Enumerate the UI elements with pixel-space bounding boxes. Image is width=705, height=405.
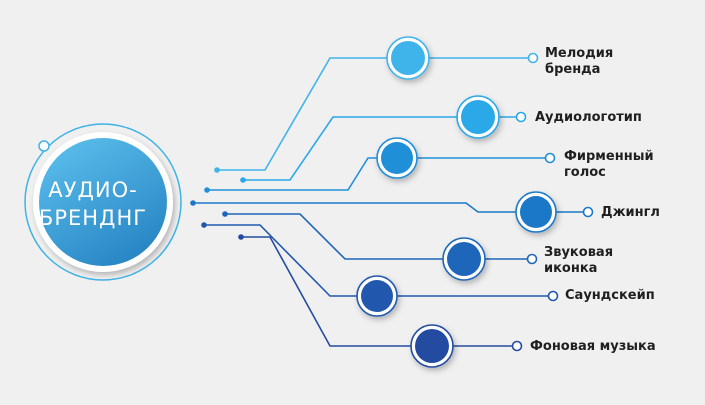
hub-outer-ring <box>24 123 182 281</box>
branch-label-background-music: Фоновая музыка <box>530 339 656 354</box>
branch-end-node-5 <box>547 290 559 302</box>
branch-5 <box>201 222 559 317</box>
branch-1 <box>240 95 527 183</box>
branch-end-node-1 <box>515 111 527 123</box>
branch-end-node-2 <box>544 152 556 164</box>
hub-label: АУДИО- БРЕНДНГ <box>38 178 148 230</box>
hub-core <box>39 138 167 266</box>
branch-start-dot-6 <box>238 234 244 240</box>
hub <box>24 123 182 281</box>
branch-label-audio-logo: Аудиологотип <box>535 110 642 125</box>
branch-start-dot-2 <box>204 187 210 193</box>
branch-line-5 <box>204 224 553 297</box>
branch-start-dot-4 <box>222 211 228 217</box>
branch-6 <box>238 234 523 368</box>
branch-label-jingle: Джингл <box>601 205 660 220</box>
branch-start-dot-5 <box>201 222 207 228</box>
branch-label-melody: Мелодия бренда <box>545 46 614 77</box>
branch-label-sound-icon: Звуковая иконка <box>544 245 614 276</box>
branch-end-node-3 <box>582 206 594 218</box>
branch-4 <box>222 211 538 281</box>
branch-node-core-0 <box>391 41 425 75</box>
branch-0 <box>214 36 539 173</box>
branch-3 <box>190 191 594 233</box>
branch-end-node-4 <box>526 253 538 265</box>
branch-2 <box>204 137 556 193</box>
branch-label-brand-voice: Фирменный голос <box>564 149 654 180</box>
branch-node-core-2 <box>381 142 413 174</box>
branch-start-dot-1 <box>240 177 246 183</box>
branch-start-dot-0 <box>214 167 220 173</box>
branch-node-core-1 <box>461 100 495 134</box>
branch-node-core-3 <box>520 196 552 228</box>
branch-node-core-5 <box>361 280 393 312</box>
branch-line-4 <box>225 213 532 260</box>
branch-node-core-6 <box>415 329 449 363</box>
branch-line-1 <box>243 116 521 181</box>
branches <box>190 36 594 368</box>
branch-line-0 <box>217 57 533 171</box>
branch-end-node-0 <box>527 52 539 64</box>
branch-node-core-4 <box>447 242 481 276</box>
branch-start-dot-3 <box>190 200 196 206</box>
branch-label-soundscape: Саундскейп <box>565 288 655 303</box>
branch-end-node-6 <box>511 340 523 352</box>
branch-line-2 <box>207 157 550 191</box>
hub-ring-node <box>38 140 50 152</box>
